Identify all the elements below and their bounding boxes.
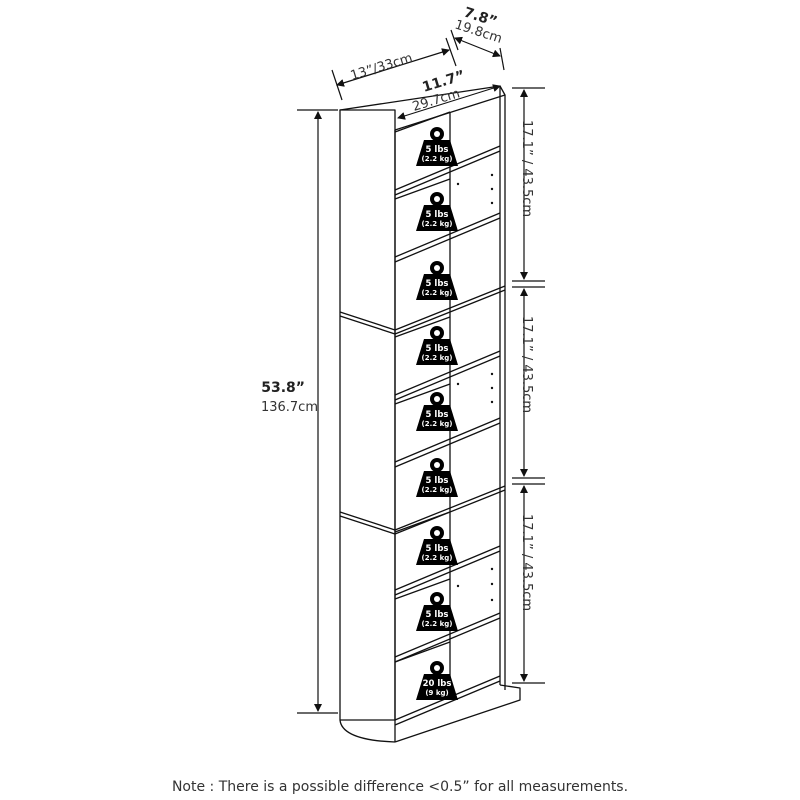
- weight-badge: 5 lbs(2.2 kg): [416, 526, 458, 565]
- weight-lbs: 5 lbs: [426, 145, 449, 155]
- pin-hole: [456, 584, 460, 588]
- shelf-board: [394, 578, 501, 663]
- pin-hole: [490, 201, 494, 205]
- weight-lbs: 5 lbs: [426, 344, 449, 354]
- weight-badge: 5 lbs(2.2 kg): [416, 592, 458, 631]
- weight-handle-hole: [434, 596, 440, 602]
- weight-lbs: 20 lbs: [423, 679, 452, 689]
- weight-kg: (2.2 kg): [422, 354, 453, 362]
- weight-icon: [416, 605, 458, 631]
- weight-lbs: 5 lbs: [426, 476, 449, 486]
- bookcase-drawing: [339, 85, 521, 743]
- shelf-board: [394, 511, 501, 596]
- weight-kg: (2.2 kg): [422, 554, 453, 562]
- pin-hole: [490, 372, 494, 376]
- weight-kg: (2.2 kg): [422, 220, 453, 228]
- shelf-board: [394, 178, 501, 263]
- dimension-lines: [297, 29, 545, 714]
- weight-kg: (2.2 kg): [422, 420, 453, 428]
- pin-hole: [490, 386, 494, 390]
- pin-hole: [490, 187, 494, 191]
- weight-kg: (9 kg): [425, 689, 448, 697]
- section-height-label-middle: 17.1” / 43.5cm: [519, 316, 534, 413]
- weight-badge: 5 lbs(2.2 kg): [416, 326, 458, 365]
- weight-lbs: 5 lbs: [426, 610, 449, 620]
- pin-hole: [456, 182, 460, 186]
- pin-hole: [490, 567, 494, 571]
- shelf-weight-badges: 5 lbs(2.2 kg)5 lbs(2.2 kg)5 lbs(2.2 kg)5…: [416, 127, 458, 700]
- weight-icon: [416, 405, 458, 431]
- weight-icon: [416, 674, 458, 700]
- weight-icon: [416, 339, 458, 365]
- weight-icon: [416, 539, 458, 565]
- weight-icon: [416, 205, 458, 231]
- section-height-label-top: 17.1” / 43.5cm: [519, 120, 534, 217]
- pin-hole: [456, 382, 460, 386]
- weight-handle-hole: [434, 396, 440, 402]
- pin-hole: [490, 400, 494, 404]
- height-label-in: 53.8”: [261, 380, 305, 396]
- weight-kg: (2.2 kg): [422, 289, 453, 297]
- pin-hole: [490, 582, 494, 586]
- measurement-note: Note : There is a possible difference <0…: [171, 779, 629, 795]
- weight-kg: (2.2 kg): [422, 155, 453, 163]
- weight-handle-hole: [434, 330, 440, 336]
- weight-kg: (2.2 kg): [422, 620, 453, 628]
- pin-hole: [490, 598, 494, 602]
- weight-lbs: 5 lbs: [426, 279, 449, 289]
- weight-handle-hole: [434, 131, 440, 137]
- shelf-board: [394, 316, 501, 401]
- section-height-label-bottom: 17.1” / 43.5cm: [519, 514, 534, 611]
- weight-kg: (2.2 kg): [422, 486, 453, 494]
- weight-badge: 20 lbs(9 kg): [416, 661, 458, 700]
- weight-badge: 5 lbs(2.2 kg): [416, 261, 458, 300]
- weight-icon: [416, 140, 458, 166]
- height-label-cm: 136.7cm: [261, 400, 318, 415]
- weight-handle-hole: [434, 265, 440, 271]
- outer-width-label: 13”/33cm: [349, 51, 415, 84]
- shelf-board: [394, 383, 501, 468]
- weight-handle-hole: [434, 462, 440, 468]
- weight-icon: [416, 274, 458, 300]
- weight-lbs: 5 lbs: [426, 544, 449, 554]
- weight-icon: [416, 471, 458, 497]
- shelf-pin-holes: [456, 173, 494, 602]
- pin-hole: [490, 173, 494, 177]
- weight-lbs: 5 lbs: [426, 410, 449, 420]
- weight-handle-hole: [434, 665, 440, 671]
- weight-handle-hole: [434, 530, 440, 536]
- weight-lbs: 5 lbs: [426, 210, 449, 220]
- weight-handle-hole: [434, 196, 440, 202]
- weight-badge: 5 lbs(2.2 kg): [416, 458, 458, 497]
- weight-badge: 5 lbs(2.2 kg): [416, 192, 458, 231]
- weight-badge: 5 lbs(2.2 kg): [416, 392, 458, 431]
- weight-badge: 5 lbs(2.2 kg): [416, 127, 458, 166]
